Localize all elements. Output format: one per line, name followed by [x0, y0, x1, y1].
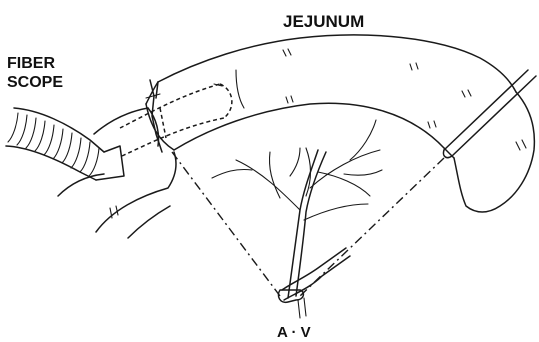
- fiberscope-tube: [6, 108, 124, 180]
- vascular-pedicle: [278, 248, 350, 318]
- jejunum-label: JEJUNUM: [283, 12, 364, 31]
- left-hand: [58, 108, 176, 238]
- mesenteric-vessels: [212, 120, 382, 298]
- fiberscope-label-line2: SCOPE: [7, 74, 63, 91]
- scope-inside-bowel: [120, 84, 232, 156]
- jejunum-loop: [146, 35, 534, 212]
- av-label: A · V: [277, 324, 311, 341]
- surgical-instrument: [443, 70, 536, 158]
- fiberscope-label-line1: FIBER: [7, 55, 55, 72]
